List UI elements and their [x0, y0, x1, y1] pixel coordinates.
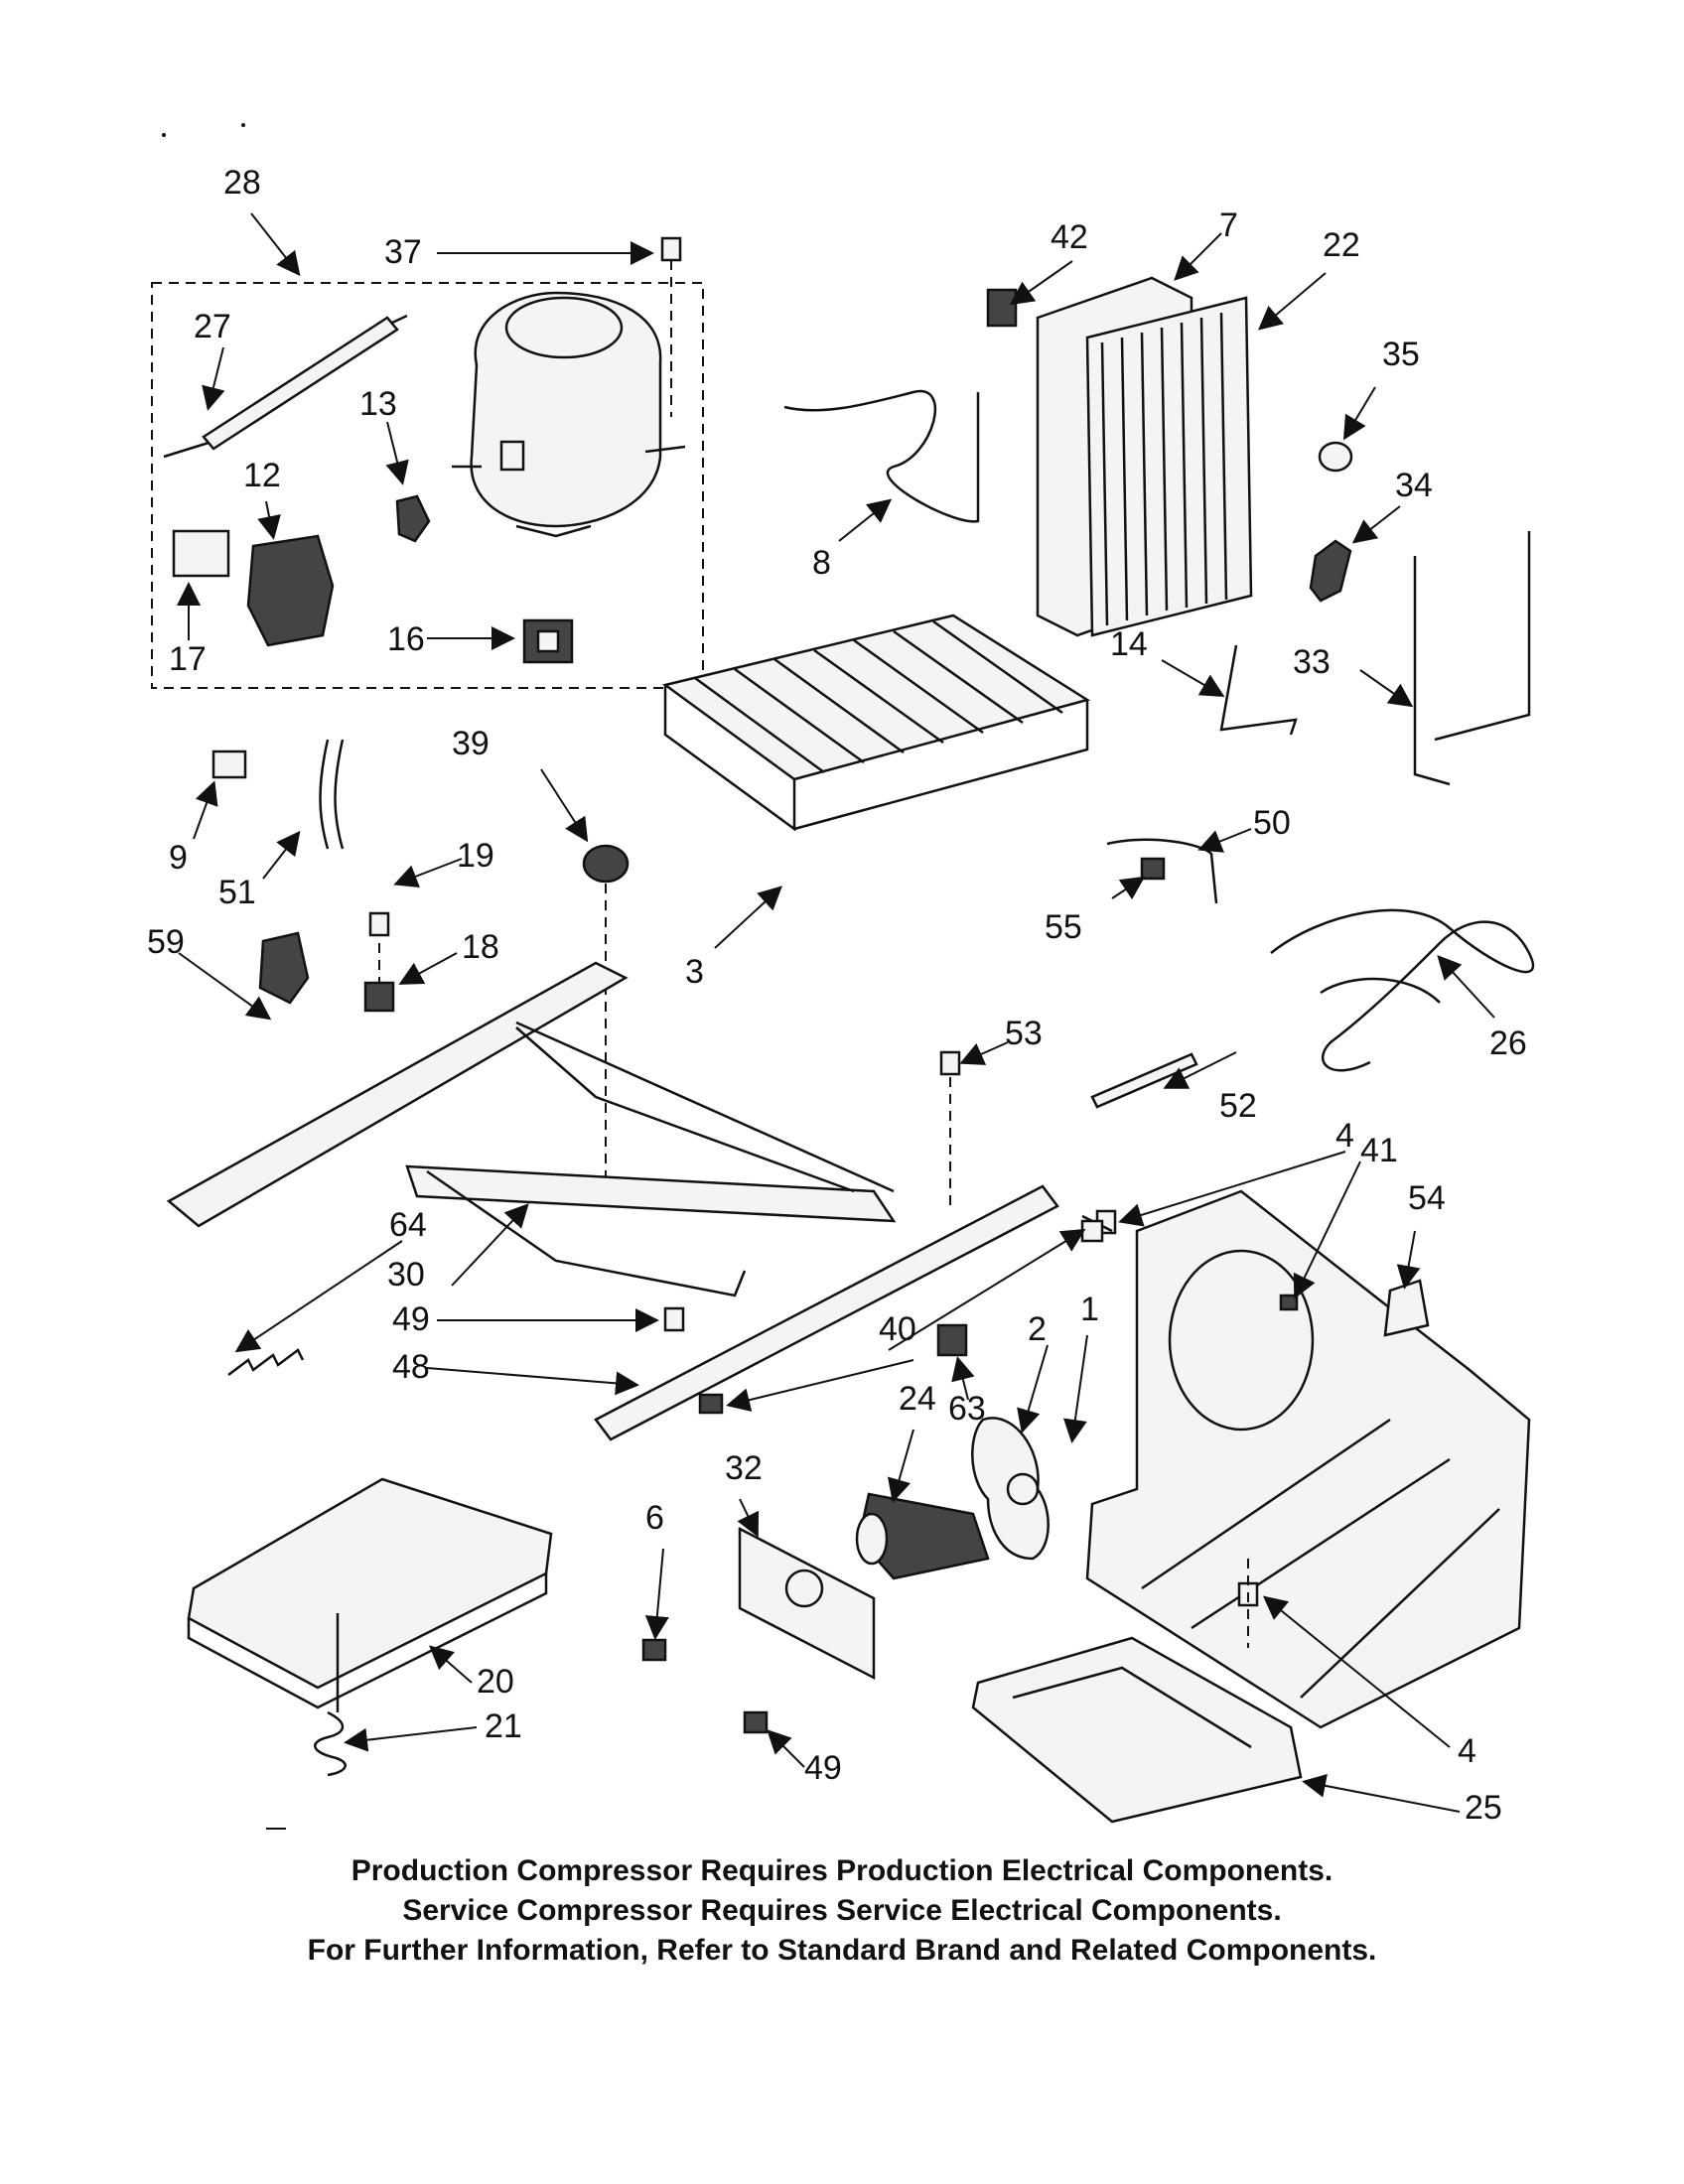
- thermostat-35: [1318, 441, 1353, 473]
- callout-49-bottom: 49: [804, 1749, 842, 1787]
- rail-48: [594, 1184, 1059, 1441]
- callout-16: 16: [387, 620, 425, 658]
- clip-13: [395, 494, 431, 543]
- clip-50: [1106, 838, 1218, 904]
- nut-18: [363, 981, 395, 1013]
- screw-49-bottom: [743, 1710, 769, 1734]
- screw-49: [663, 1306, 685, 1332]
- callout-27: 27: [194, 308, 231, 345]
- callout-21: 21: [485, 1707, 522, 1745]
- callout-55: 55: [1045, 908, 1082, 946]
- tube-8: [783, 389, 980, 523]
- callout-24: 24: [899, 1380, 936, 1418]
- callout-9: 9: [169, 839, 188, 877]
- callout-41: 41: [1360, 1132, 1398, 1169]
- callout-6: 6: [645, 1499, 664, 1537]
- base-frame: [166, 961, 897, 1297]
- callout-33: 33: [1293, 643, 1331, 681]
- screw-41: [1279, 1294, 1299, 1311]
- callout-40: 40: [879, 1310, 916, 1348]
- callout-12: 12: [243, 457, 281, 494]
- bracket-59: [258, 931, 310, 1005]
- compressor-kit-box: [151, 282, 704, 689]
- note-production: Production Compressor Requires Productio…: [351, 1854, 1333, 1887]
- callout-8: 8: [812, 544, 831, 582]
- callout-50: 50: [1253, 804, 1291, 842]
- hanger-14: [1219, 644, 1298, 736]
- insulation-pad: [187, 1477, 553, 1709]
- footnotes: Production Compressor Requires Productio…: [0, 1851, 1684, 1971]
- hose-51: [319, 739, 345, 850]
- callout-52: 52: [1219, 1087, 1257, 1125]
- callout-20: 20: [477, 1663, 514, 1701]
- callout-17: 17: [169, 640, 207, 678]
- base-pan: [1085, 1189, 1531, 1729]
- callout-4-bottom: 4: [1458, 1732, 1476, 1770]
- callout-49: 49: [392, 1300, 430, 1338]
- callout-28: 28: [223, 164, 261, 202]
- callout-51: 51: [218, 874, 256, 911]
- screw-6: [641, 1638, 667, 1662]
- callout-35: 35: [1382, 336, 1420, 373]
- callout-32: 32: [725, 1449, 763, 1487]
- callout-63: 63: [948, 1390, 986, 1428]
- screw-53: [939, 1050, 961, 1076]
- callout-22: 22: [1323, 226, 1360, 264]
- plug-9: [211, 750, 247, 779]
- screw-19: [368, 911, 390, 937]
- callout-19: 19: [457, 837, 494, 875]
- screw-55: [1140, 857, 1166, 881]
- tubes-33: [1413, 531, 1531, 786]
- relay-cover: [522, 618, 574, 664]
- overload-protector: [172, 529, 230, 578]
- cable-tie-52: [1090, 1052, 1198, 1109]
- callout-64: 64: [389, 1206, 427, 1244]
- callout-3: 3: [685, 953, 704, 991]
- spring-64: [227, 1348, 305, 1376]
- callout-39: 39: [452, 725, 490, 762]
- condenser-assembly: [1036, 276, 1253, 637]
- callout-30: 30: [387, 1256, 425, 1294]
- callout-14: 14: [1110, 625, 1148, 663]
- callout-2: 2: [1028, 1310, 1047, 1348]
- wire-nut-54: [1383, 1279, 1430, 1337]
- start-relay: [246, 534, 335, 647]
- callout-59: 59: [147, 923, 185, 961]
- drain-pan: [971, 1636, 1303, 1824]
- callout-34: 34: [1395, 467, 1433, 504]
- callout-54: 54: [1408, 1179, 1446, 1217]
- callout-53: 53: [1005, 1015, 1043, 1052]
- fan-motor: [855, 1492, 990, 1580]
- compressor: [452, 291, 686, 538]
- callout-37: 37: [384, 233, 422, 271]
- nut-63: [936, 1323, 968, 1357]
- callout-4-top: 4: [1335, 1117, 1354, 1155]
- callout-18: 18: [462, 928, 499, 966]
- callout-25: 25: [1465, 1789, 1502, 1827]
- leader-lines: [177, 212, 1495, 1813]
- callout-26: 26: [1489, 1024, 1527, 1062]
- note-service: Service Compressor Requires Service Elec…: [402, 1894, 1282, 1927]
- grommet-39: [582, 844, 630, 884]
- callout-13: 13: [359, 385, 397, 423]
- callout-7: 7: [1219, 206, 1238, 244]
- screw-40: [1080, 1219, 1104, 1243]
- spring-21: [314, 1710, 347, 1777]
- callout-48: 48: [392, 1348, 430, 1386]
- callout-1: 1: [1080, 1291, 1099, 1328]
- motor-bracket: [738, 1526, 876, 1681]
- capacitor: [163, 314, 408, 459]
- clip-42: [986, 288, 1018, 328]
- clip-34: [1309, 539, 1352, 603]
- condenser-coil: [662, 614, 1091, 832]
- wire-harness: [1270, 908, 1535, 1072]
- note-further-info: For Further Information, Refer to Standa…: [307, 1934, 1377, 1967]
- screw-40-lower: [698, 1393, 724, 1415]
- fan-blade: [971, 1417, 1050, 1561]
- callout-42: 42: [1051, 218, 1088, 256]
